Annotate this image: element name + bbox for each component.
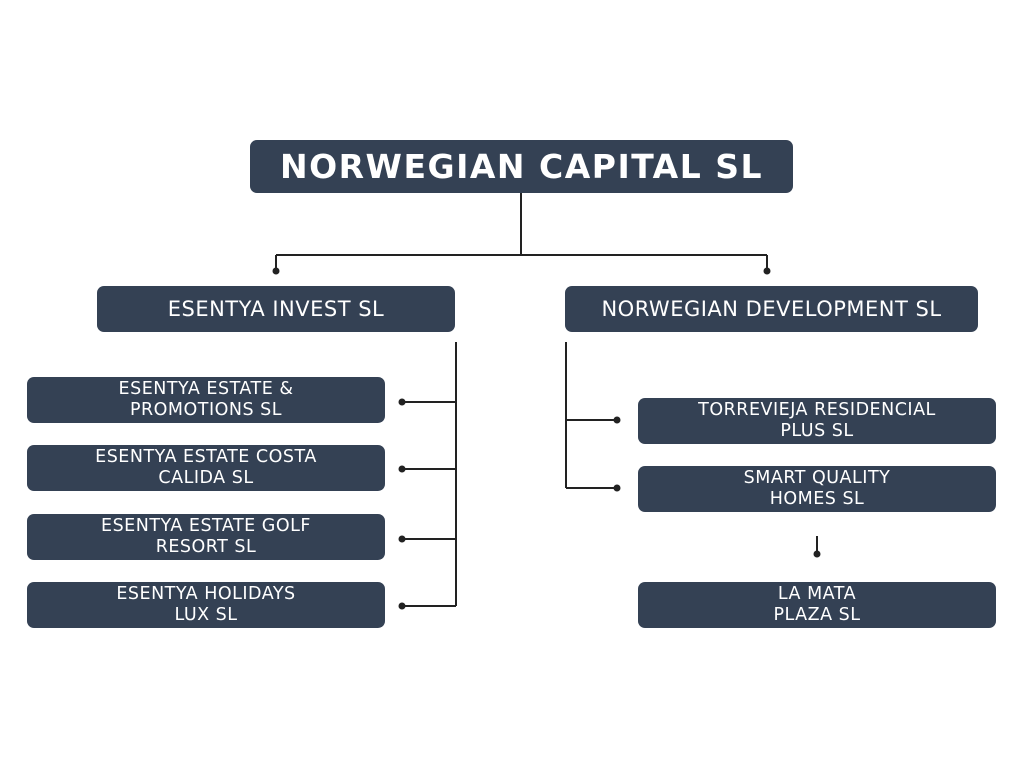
connector-dot [613,484,621,492]
left-child-node: ESENTYA HOLIDAYS LUX SL [27,582,385,628]
root-node-label: NORWEGIAN CAPITAL SL [279,147,764,186]
left-parent-node: ESENTYA INVEST SL [97,286,455,332]
node-label-line2: HOMES SL [769,489,865,509]
right-child-node: SMART QUALITY HOMES SL [638,466,996,512]
node-label-line2: PROMOTIONS SL [129,400,283,420]
connector-dot [613,416,621,424]
right-parent-label: NORWEGIAN DEVELOPMENT SL [601,296,942,321]
root-node: NORWEGIAN CAPITAL SL [250,140,793,193]
node-label-line2: PLUS SL [780,421,854,441]
right-child-node: LA MATA PLAZA SL [638,582,996,628]
left-parent-label: ESENTYA INVEST SL [167,296,385,321]
node-label-line1: SMART QUALITY [743,468,891,488]
right-child-node: TORREVIEJA RESIDENCIAL PLUS SL [638,398,996,444]
node-label-line1: ESENTYA ESTATE COSTA [95,447,317,467]
connector-dot [398,602,406,610]
node-label-line2: RESORT SL [155,537,257,557]
node-label-line1: TORREVIEJA RESIDENCIAL [698,400,936,420]
connector-dot [398,465,406,473]
connector-dot [398,398,406,406]
node-label-line2: PLAZA SL [773,605,861,625]
left-child-node: ESENTYA ESTATE & PROMOTIONS SL [27,377,385,423]
right-parent-node: NORWEGIAN DEVELOPMENT SL [565,286,978,332]
node-label-line1: ESENTYA ESTATE GOLF [101,516,311,536]
node-label-line1: LA MATA [777,584,857,604]
node-label-line2: CALIDA SL [158,468,254,488]
left-child-node: ESENTYA ESTATE COSTA CALIDA SL [27,445,385,491]
node-label-line1: ESENTYA ESTATE & [118,379,294,399]
node-label-line1: ESENTYA HOLIDAYS [116,584,296,604]
connector-dot [763,267,771,275]
connector-dot [813,550,821,558]
node-label-line2: LUX SL [174,605,238,625]
connector-dot [398,535,406,543]
left-child-node: ESENTYA ESTATE GOLF RESORT SL [27,514,385,560]
connector-dot [272,267,280,275]
